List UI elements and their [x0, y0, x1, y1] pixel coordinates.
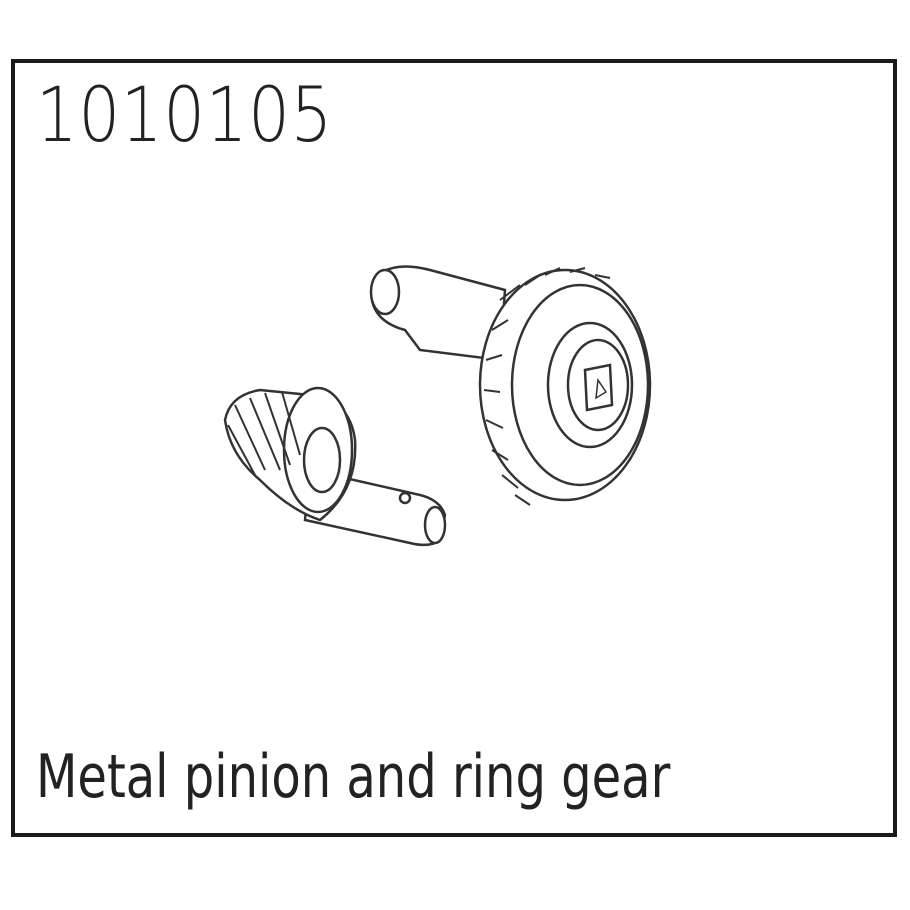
ring-gear-icon	[369, 265, 652, 506]
part-number: 1010105	[36, 70, 334, 159]
pinion-gear-icon	[223, 386, 447, 547]
part-description: Metal pinion and ring gear	[36, 742, 671, 812]
product-frame	[11, 59, 897, 837]
